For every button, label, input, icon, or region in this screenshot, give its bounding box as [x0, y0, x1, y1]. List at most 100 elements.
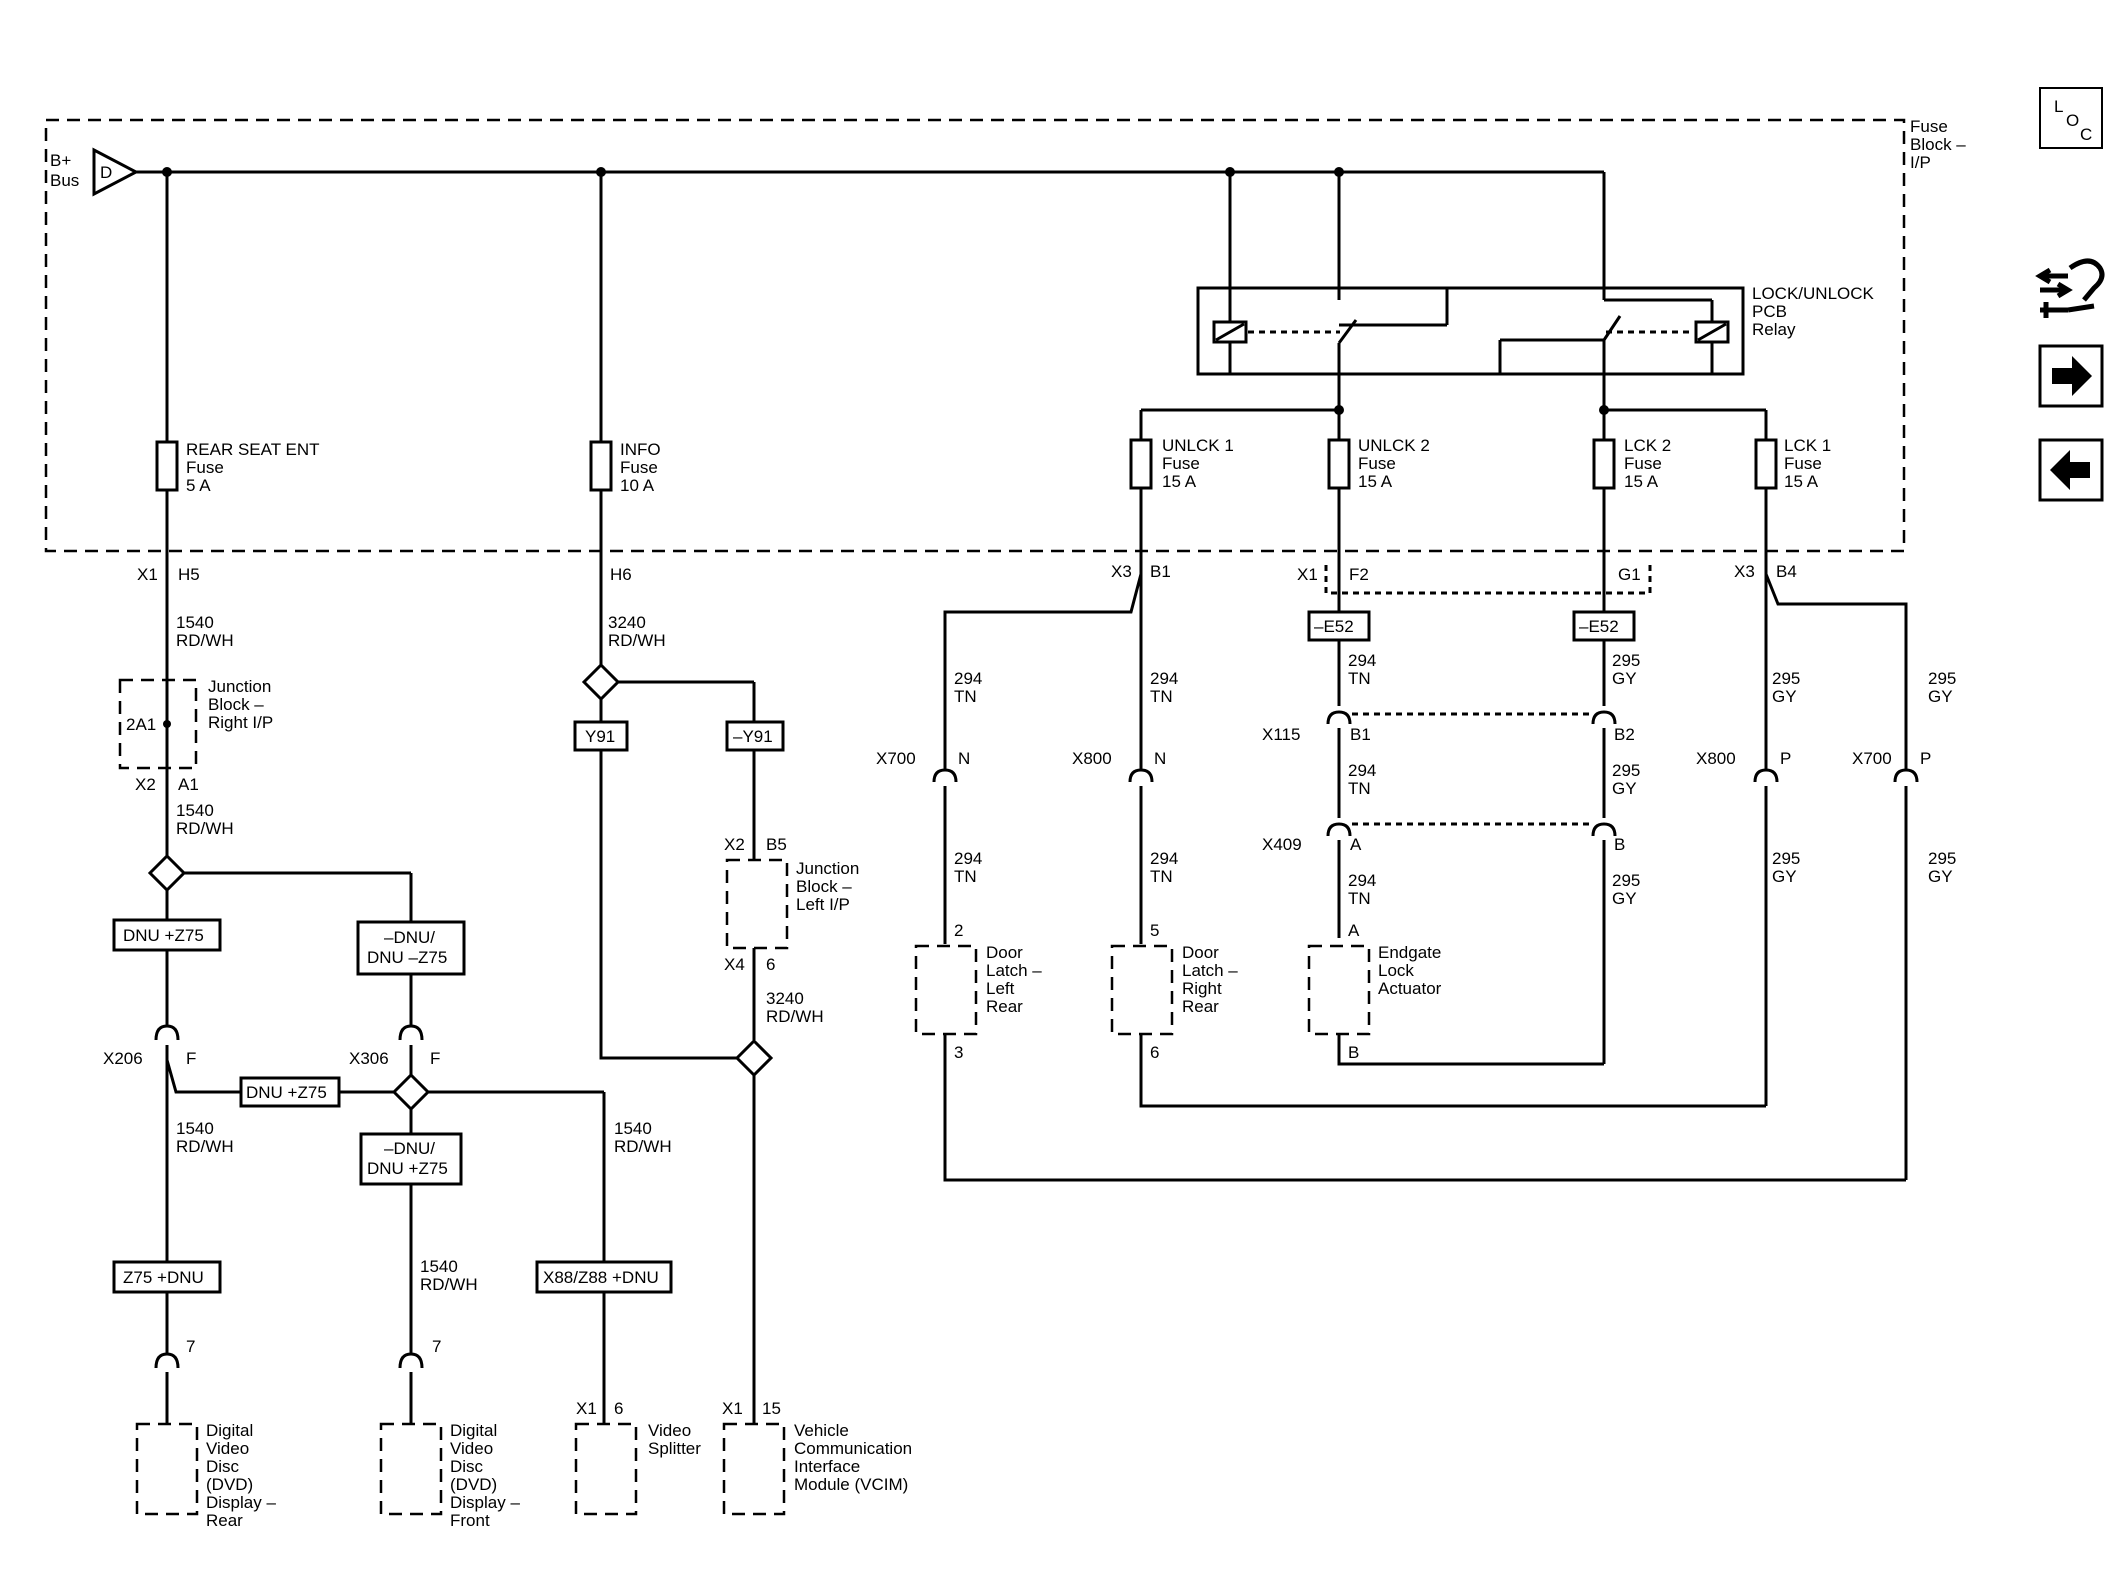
svg-text:INFO: INFO: [620, 440, 661, 459]
inline-connector-x409: X409 A B: [1262, 822, 1625, 854]
inline-connector-x800-p: X800 P: [1696, 749, 1791, 783]
svg-text:295: 295: [1612, 651, 1640, 670]
option-dnu-z75-mid: DNU +Z75: [239, 1076, 341, 1108]
dvd-display-front: Digital Video Disc (DVD) Display – Front: [379, 1421, 520, 1530]
inline-connector-x206: X206 F: [103, 1018, 196, 1068]
svg-text:Fuse: Fuse: [1624, 454, 1662, 473]
svg-text:295: 295: [1772, 849, 1800, 868]
bus-connector-icon: [92, 147, 140, 197]
svg-text:294: 294: [1150, 669, 1178, 688]
svg-text:Fuse: Fuse: [620, 458, 658, 477]
wire-295-labels: 295 GY 295 GY 295 GY 295 GY 295 GY 295 G…: [1612, 651, 1956, 908]
svg-text:D: D: [100, 163, 112, 182]
svg-text:DNU +Z75: DNU +Z75: [123, 926, 204, 945]
svg-text:PCB: PCB: [1752, 302, 1787, 321]
svg-text:6: 6: [1150, 1043, 1159, 1062]
svg-text:Rear: Rear: [206, 1511, 243, 1530]
svg-text:3240: 3240: [608, 613, 646, 632]
svg-text:N: N: [958, 749, 970, 768]
fuse-block-label: Fuse Block – I/P: [1910, 117, 1966, 172]
svg-text:Left: Left: [986, 979, 1015, 998]
svg-text:RD/WH: RD/WH: [176, 819, 234, 838]
svg-text:C: C: [2080, 125, 2092, 144]
svg-text:A: A: [1348, 921, 1360, 940]
svg-text:RD/WH: RD/WH: [176, 631, 234, 650]
svg-text:X2: X2: [135, 775, 156, 794]
svg-text:–DNU/: –DNU/: [384, 1139, 435, 1158]
option-dnu-z75: DNU +Z75: [112, 918, 222, 952]
svg-text:N: N: [1154, 749, 1166, 768]
svg-text:X1: X1: [137, 565, 158, 584]
svg-text:294: 294: [1348, 761, 1376, 780]
connector-tool-icon[interactable]: [2035, 258, 2105, 318]
svg-text:Junction: Junction: [208, 677, 271, 696]
option-not-y91: –Y91: [725, 720, 785, 752]
fuse-unlck1: UNLCK 1 Fuse 15 A: [1129, 436, 1234, 574]
svg-text:Disc: Disc: [206, 1457, 240, 1476]
svg-text:Latch –: Latch –: [986, 961, 1042, 980]
dvd-front-connector: 7: [398, 1337, 441, 1424]
next-page-arrow-icon[interactable]: [2038, 344, 2104, 408]
svg-text:Display –: Display –: [206, 1493, 276, 1512]
fuse-block-outline: [44, 118, 1906, 553]
fuse-rear-seat-ent: REAR SEAT ENT Fuse 5 A: [155, 172, 320, 574]
svg-text:X800: X800: [1072, 749, 1112, 768]
svg-text:Bus: Bus: [50, 171, 79, 190]
svg-text:Digital: Digital: [450, 1421, 497, 1440]
svg-text:DNU +Z75: DNU +Z75: [367, 1159, 448, 1178]
svg-text:10 A: 10 A: [620, 476, 655, 495]
svg-text:X115: X115: [1262, 725, 1300, 744]
svg-text:B5: B5: [766, 835, 787, 854]
svg-text:15 A: 15 A: [1784, 472, 1819, 491]
svg-text:15 A: 15 A: [1624, 472, 1659, 491]
svg-text:LOCK/UNLOCK: LOCK/UNLOCK: [1752, 284, 1875, 303]
svg-text:X1: X1: [576, 1399, 597, 1418]
svg-text:Rear: Rear: [1182, 997, 1219, 1016]
svg-text:L: L: [2054, 97, 2063, 116]
fuse-info: INFO Fuse 10 A: [589, 172, 661, 670]
svg-text:X3: X3: [1734, 562, 1755, 581]
svg-text:I/P: I/P: [1910, 153, 1931, 172]
fuse-lck2: LCK 2 Fuse 15 A: [1592, 436, 1671, 574]
lock-unlock-relay: LOCK/UNLOCK PCB Relay: [1196, 172, 1875, 415]
svg-text:Left I/P: Left I/P: [796, 895, 850, 914]
svg-text:A: A: [1350, 835, 1362, 854]
svg-text:1540: 1540: [420, 1257, 458, 1276]
svg-text:X88/Z88 +DNU: X88/Z88 +DNU: [543, 1268, 659, 1287]
previous-page-arrow-icon[interactable]: [2038, 438, 2104, 502]
svg-text:15 A: 15 A: [1162, 472, 1197, 491]
svg-text:H6: H6: [610, 565, 632, 584]
locator-button[interactable]: L O C: [2039, 87, 2103, 149]
svg-text:Disc: Disc: [450, 1457, 484, 1476]
svg-text:3: 3: [954, 1043, 963, 1062]
fuse-lck1: LCK 1 Fuse 15 A: [1754, 436, 1831, 574]
inline-connector-x800-n: X800 N: [1072, 749, 1166, 783]
svg-text:Video: Video: [450, 1439, 493, 1458]
svg-text:Right I/P: Right I/P: [208, 713, 273, 732]
svg-text:GY: GY: [1612, 669, 1637, 688]
svg-text:Communication: Communication: [794, 1439, 912, 1458]
svg-text:UNLCK 2: UNLCK 2: [1358, 436, 1430, 455]
connector-labels-top: X1 H5 H6 X3 B1 X1 F2 G1 X3 B4: [137, 562, 1797, 584]
svg-text:P: P: [1920, 749, 1931, 768]
svg-text:GY: GY: [1612, 889, 1637, 908]
svg-text:RD/WH: RD/WH: [608, 631, 666, 650]
svg-text:UNLCK 1: UNLCK 1: [1162, 436, 1234, 455]
svg-text:GY: GY: [1772, 687, 1797, 706]
option-not-e52-b: –E52: [1572, 610, 1636, 642]
svg-text:15: 15: [762, 1399, 781, 1418]
bplus-bus: B+ Bus D: [50, 147, 140, 197]
inline-connector-x115: X115 B1 B2: [1262, 710, 1635, 744]
svg-text:Fuse: Fuse: [1784, 454, 1822, 473]
svg-text:Right: Right: [1182, 979, 1222, 998]
svg-text:B2: B2: [1614, 725, 1635, 744]
svg-text:Display –: Display –: [450, 1493, 520, 1512]
svg-text:LCK 2: LCK 2: [1624, 436, 1671, 455]
svg-text:Fuse: Fuse: [186, 458, 224, 477]
splice-diamond-icon: [734, 1038, 774, 1078]
option-ndnu-dnu-z75-2: –DNU/ DNU +Z75: [359, 1132, 463, 1186]
svg-text:Actuator: Actuator: [1378, 979, 1442, 998]
svg-text:X2: X2: [724, 835, 745, 854]
svg-text:1540: 1540: [176, 801, 214, 820]
x1-connector-outline: [1324, 565, 1652, 595]
